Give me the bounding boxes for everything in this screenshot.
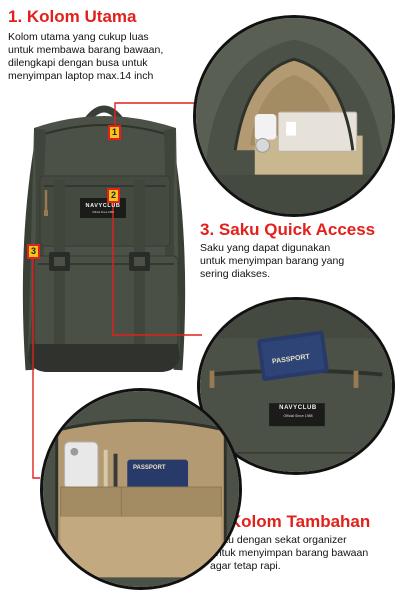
phone-icon (64, 441, 99, 490)
pen-icon (103, 449, 108, 489)
section-1-description: Kolom utama yang cukup luas untuk membaw… (8, 31, 164, 82)
callout-marker-3: 3 (27, 244, 40, 259)
detail-circle-organizer (40, 388, 242, 590)
brand-tagline-closeup: Official Since 1988 (283, 414, 313, 418)
organizer-slots (60, 486, 222, 517)
brand-tagline: Official Since 1988 (92, 211, 114, 214)
section-2-title: 3. Saku Quick Access (200, 220, 376, 239)
callout-marker-1: 1 (108, 125, 121, 140)
passport-icon (257, 330, 329, 381)
watch-icon (255, 138, 270, 153)
brand-name: NAVYCLUB (85, 203, 121, 209)
callout-marker-2: 2 (107, 188, 120, 203)
detail-circle-main-compartment (193, 15, 395, 217)
brand-name-closeup: NAVYCLUB (279, 405, 317, 411)
main-zipper (37, 124, 173, 137)
bag-bottom (28, 344, 180, 372)
brand-patch (80, 198, 126, 218)
section-3-title: 3. Kolom Tambahan (210, 512, 371, 531)
section-1-title: 1. Kolom Utama (8, 7, 137, 26)
accessory-pouch (254, 114, 277, 140)
passport-label-organizer: PASSPORT (133, 465, 166, 471)
section-2-description: Saku yang dapat digunakan untuk menyimpa… (200, 242, 345, 280)
brand-patch-closeup (269, 403, 325, 427)
